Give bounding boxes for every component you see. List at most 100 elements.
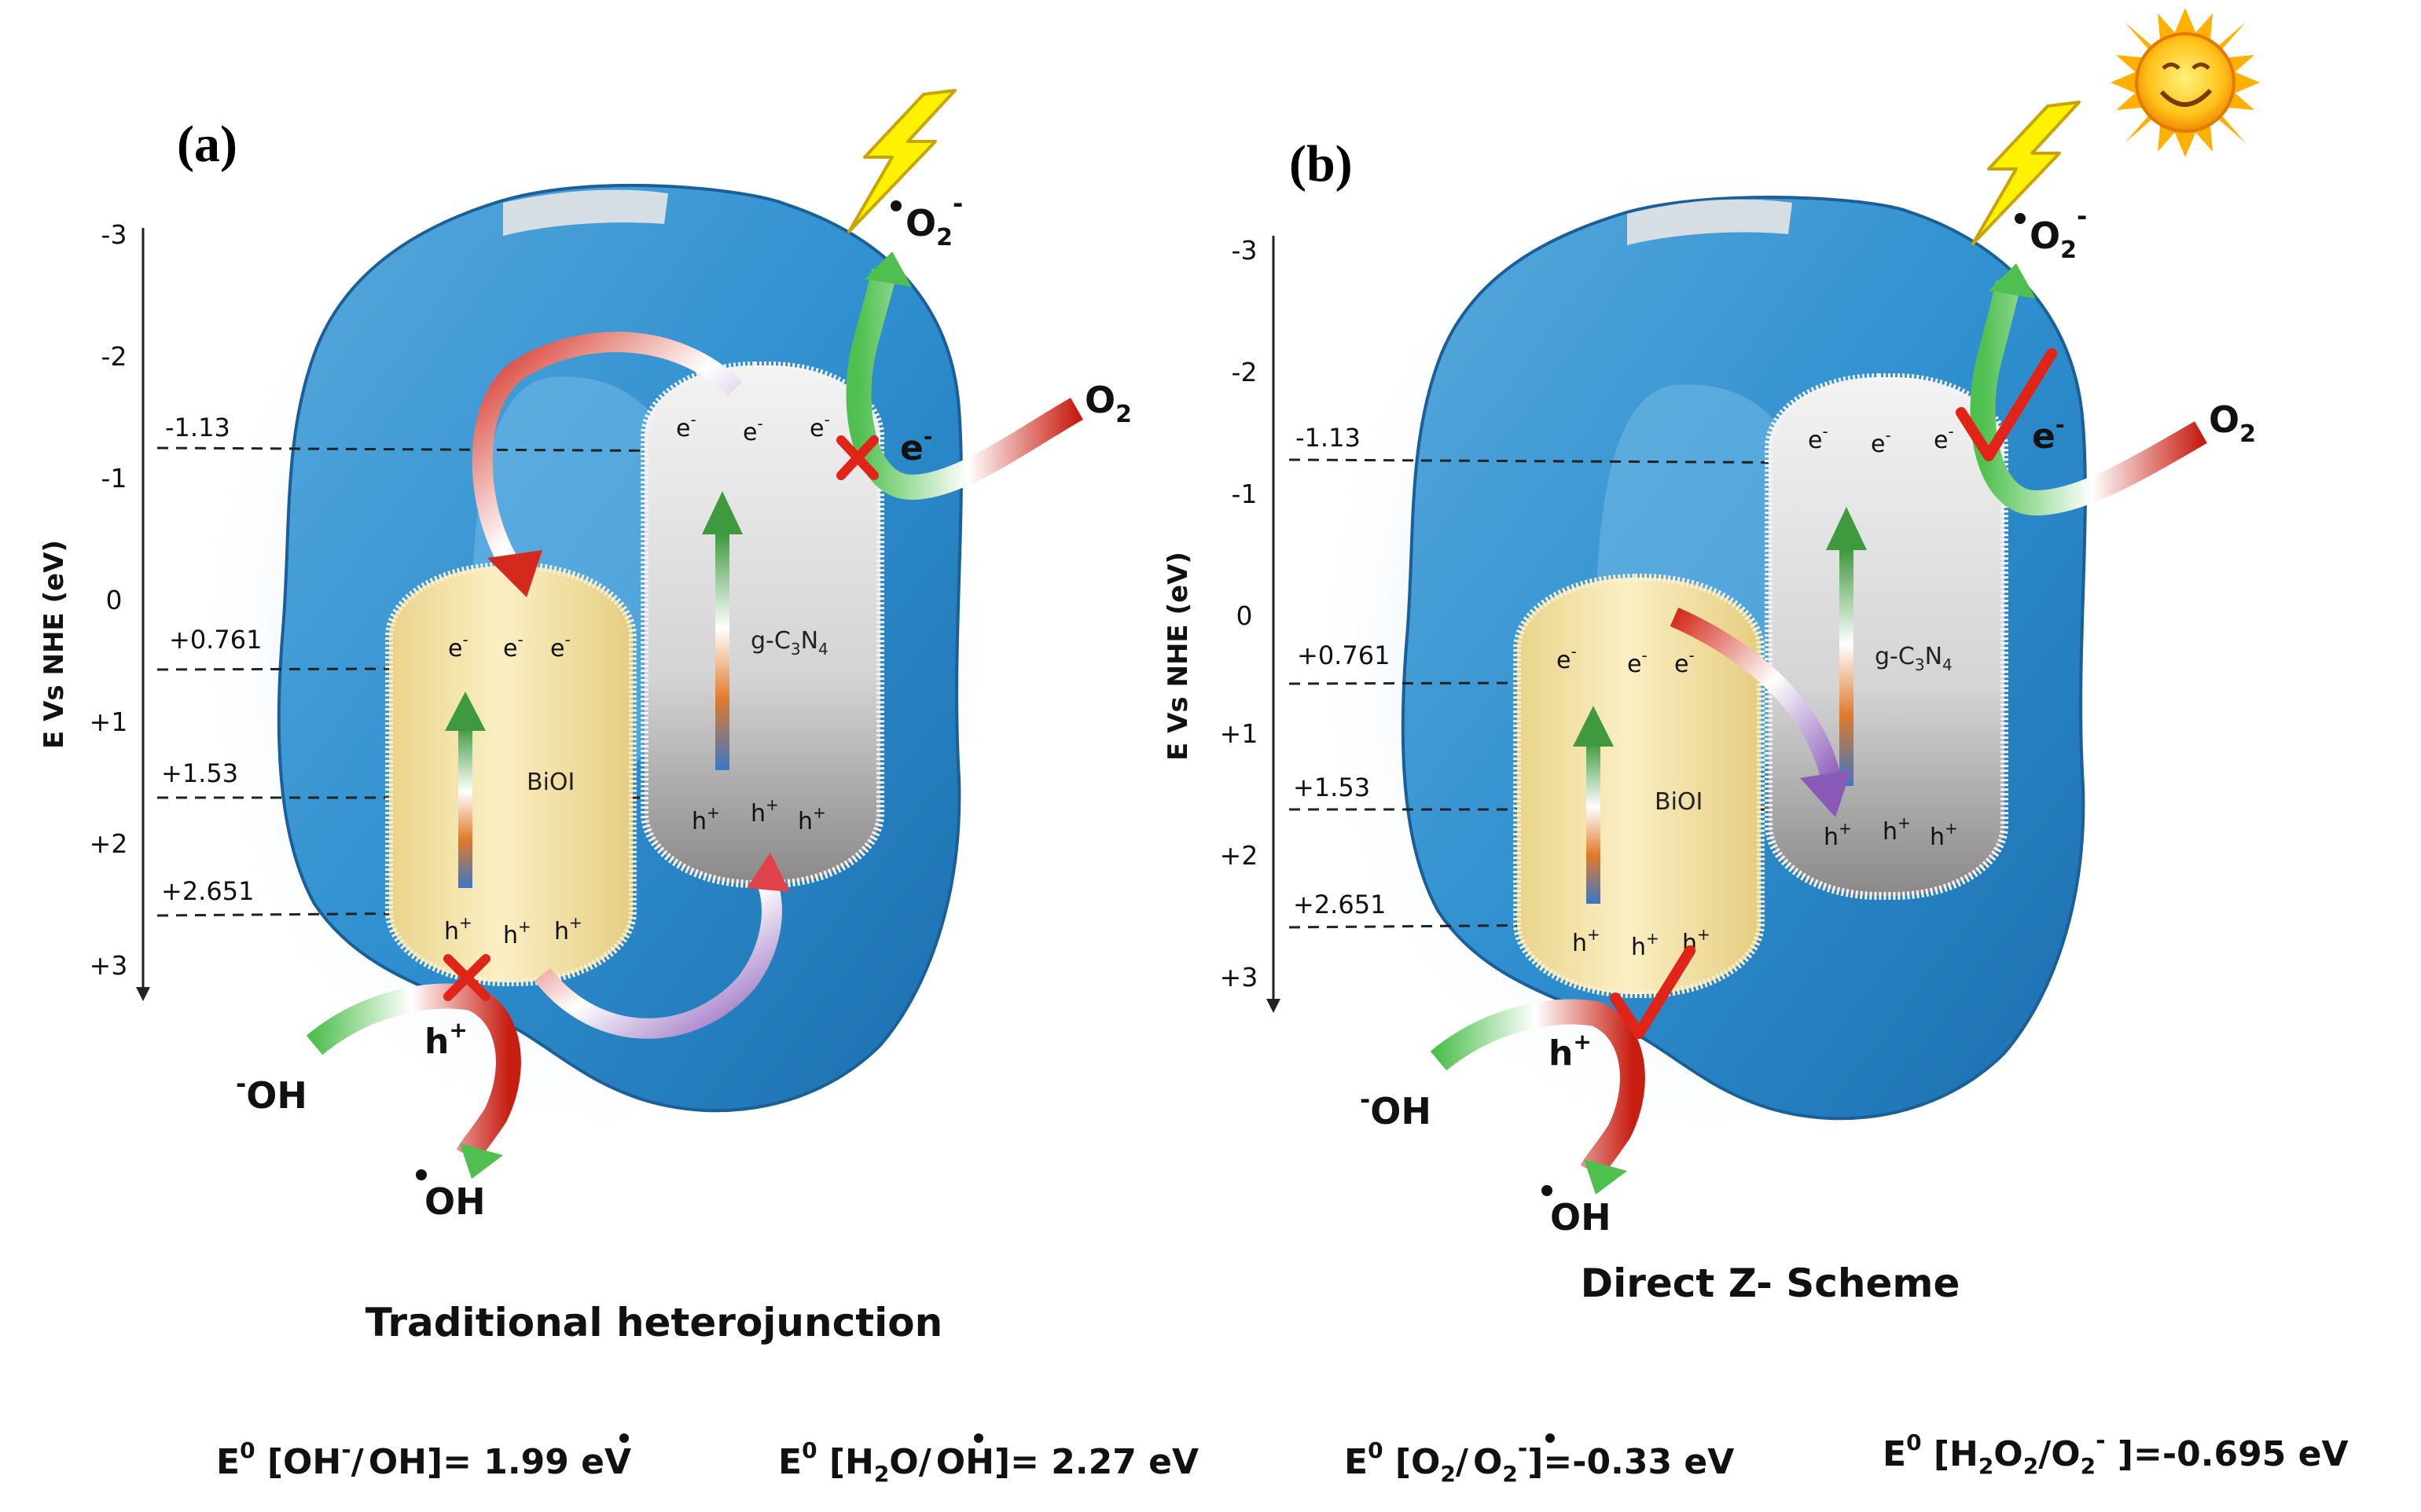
panel-a-gcn-hole-3: h+ <box>798 803 826 835</box>
panel-a-oh-oxidation-arrow <box>306 983 521 1162</box>
panel-a-tick-m2: -2 <box>101 341 127 372</box>
panel-a-tick-p2: +2 <box>90 828 128 859</box>
panel-b-tick-p3: +3 <box>1220 962 1258 993</box>
panel-a-o2-reduction-arrow <box>846 268 1083 501</box>
panel-b-superoxide-arrowhead <box>1989 263 2036 299</box>
panel-b-oh-radical-arrowhead <box>1584 1159 1627 1195</box>
panel-b-biol-electron-3: e- <box>1674 646 1695 678</box>
panel-a-level-p0761: +0.761 <box>169 625 262 655</box>
panel-a-biol-electron-1: e- <box>448 630 468 662</box>
panel-b-tick-m1: -1 <box>1232 479 1258 509</box>
panel-b-tick-m3: -3 <box>1232 235 1258 266</box>
panel-a-biol-hole-3: h+ <box>554 913 582 945</box>
panel-a-vb-hole-label: h+ <box>424 1017 468 1062</box>
panel-a-gcn-band-arrow <box>715 534 729 770</box>
panel-b-zscheme-head <box>1800 770 1851 817</box>
panel-a-hole-transfer-head <box>747 853 790 892</box>
panel-b-axis-title: E Vs NHE (eV) <box>1163 552 1194 761</box>
panel-b-caption: Direct Z- Scheme <box>1581 1261 1960 1306</box>
panel-a-gcn-electron-1: e- <box>676 410 696 442</box>
panel-b-biol-band-arrowhead <box>1573 706 1614 747</box>
panel-b-gcn-electron-2: e- <box>1871 426 1891 458</box>
panel-a-label: (a) <box>177 116 237 173</box>
panel-b-gcn-hole-1: h+ <box>1824 819 1852 851</box>
panel-b-hydroxide-label: -OH <box>1360 1084 1431 1132</box>
equation-h2o-radical: E0 [H2O/OH]= 2.27 eV <box>778 1437 1199 1487</box>
panel-a-axis-title: E Vs NHE (eV) <box>39 540 70 749</box>
panel-a-level-p2651: +2.651 <box>161 876 254 906</box>
panel-a-superoxide-label: O2- <box>906 189 963 251</box>
panel-b-biol-band-arrow <box>1586 743 1600 904</box>
panel-a-gcn-electron-3: e- <box>810 410 830 442</box>
panel-b-superoxide-dot <box>2015 213 2026 224</box>
panel-b-label: (b) <box>1289 135 1353 193</box>
panel-b-level-line-cb-gcn <box>1288 458 1989 465</box>
panel-a-biol-electron-2: e- <box>503 630 524 662</box>
panel-a-gcn-hole-2: h+ <box>751 795 779 828</box>
panel-a-tick-0: 0 <box>106 585 123 615</box>
panel-b-biol-electron-1: e- <box>1556 642 1577 674</box>
panel-a-gcn-band-arrowhead <box>702 491 743 534</box>
panel-a: E Vs NHE (eV) -3 -2 -1 0 +1 +2 +3 -1.13 … <box>39 89 1132 1345</box>
panel-b-gcn-electron-3: e- <box>1934 422 1954 454</box>
panel-b-gcn-hole-3: h+ <box>1930 819 1958 851</box>
panel-b-tick-0: 0 <box>1236 600 1253 631</box>
equation-h2o2-superoxide: E0 [H2O2/O2- ]=-0.695 eV <box>1883 1427 2349 1479</box>
panel-b-tick-p1: +1 <box>1220 718 1258 749</box>
panel-b-level-p153: +1.53 <box>1293 773 1370 802</box>
panel-b-check-icon-top <box>1956 348 2057 461</box>
panel-b-gcn-electron-1: e- <box>1808 422 1828 454</box>
panel-a-superoxide-dot <box>891 200 902 211</box>
panel-b-lightning-icon <box>1971 101 2081 245</box>
panel-a-hole-transfer-arrow <box>534 876 782 1039</box>
panel-b: E Vs NHE (eV) -3 -2 -1 0 +1 +2 +3 -1.13 … <box>1163 8 2260 1306</box>
panel-b-tick-p2: +2 <box>1220 840 1258 871</box>
sun-icon <box>2111 8 2260 157</box>
panel-b-level-m113: -1.13 <box>1295 423 1361 453</box>
panel-b-biol-label: BiOI <box>1655 788 1703 816</box>
panel-a-lightning-icon <box>847 89 957 233</box>
panel-a-oh-radical-arrowhead <box>460 1143 503 1179</box>
panel-a-tick-p3: +3 <box>90 950 128 981</box>
panel-a-tick-p1: +1 <box>90 706 128 737</box>
panel-b-level-p0761: +0.761 <box>1297 640 1390 670</box>
panel-b-o2-reduction-arrow <box>1970 280 2207 516</box>
panel-a-gcn-electron-2: e- <box>743 414 763 446</box>
panel-b-gcn-band-arrow <box>1839 550 1853 786</box>
panel-a-top-face <box>503 189 668 236</box>
panel-a-electron-transfer-head <box>487 550 542 597</box>
panel-a-cb-electron-label: e- <box>900 424 932 468</box>
panel-a-level-p153: +1.53 <box>161 758 238 788</box>
panel-a-hydroxide-label: -OH <box>236 1069 307 1117</box>
equation-oh-radical: E0 [OH-/OH]= 1.99 eV <box>216 1437 631 1482</box>
equation-o2-superoxide-dot <box>1545 1433 1555 1443</box>
equation-o2-superoxide: E0 [O2/O2-]=-0.33 eV <box>1344 1435 1734 1487</box>
panel-b-tick-m2: -2 <box>1232 357 1258 387</box>
panel-b-check-icon-bottom <box>1610 945 1695 1039</box>
panel-a-biol-electron-3: e- <box>550 630 571 662</box>
panel-b-o2-label: O2 <box>2209 398 2256 448</box>
panel-a-superoxide-arrowhead <box>865 251 912 287</box>
panel-b-top-face <box>1627 199 1792 245</box>
panel-a-radical-oh-label: OH <box>424 1180 486 1223</box>
panel-a-biol-hole-2: h+ <box>503 917 531 949</box>
panel-b-biol-capsule <box>1513 574 1765 998</box>
panel-a-gcn-hole-1: h+ <box>692 803 720 835</box>
panel-a-biol-band-arrowhead <box>445 692 486 731</box>
panel-a-radical-dot <box>416 1169 427 1180</box>
panel-b-gcn-label: g-C3N4 <box>1875 643 1953 674</box>
panel-b-radical-dot <box>1541 1185 1552 1196</box>
panel-b-superoxide-label: O2- <box>2030 201 2087 264</box>
panel-a-gcn-capsule <box>641 361 884 888</box>
equation-oh-radical-dot <box>619 1433 629 1443</box>
panel-a-biol-hole-1: h+ <box>444 913 472 945</box>
panel-b-oh-oxidation-arrow <box>1430 999 1645 1177</box>
panel-b-vb-hole-label: h+ <box>1548 1029 1592 1073</box>
panel-a-gcn-label: g-C3N4 <box>751 627 828 659</box>
panel-a-biol-capsule <box>385 562 637 986</box>
panel-a-cross-icon-top <box>836 435 879 480</box>
equation-h2o-radical-dot <box>974 1433 983 1443</box>
panel-a-caption: Traditional heterojunction <box>366 1300 943 1345</box>
panel-a-o2-label: O2 <box>1085 379 1132 428</box>
